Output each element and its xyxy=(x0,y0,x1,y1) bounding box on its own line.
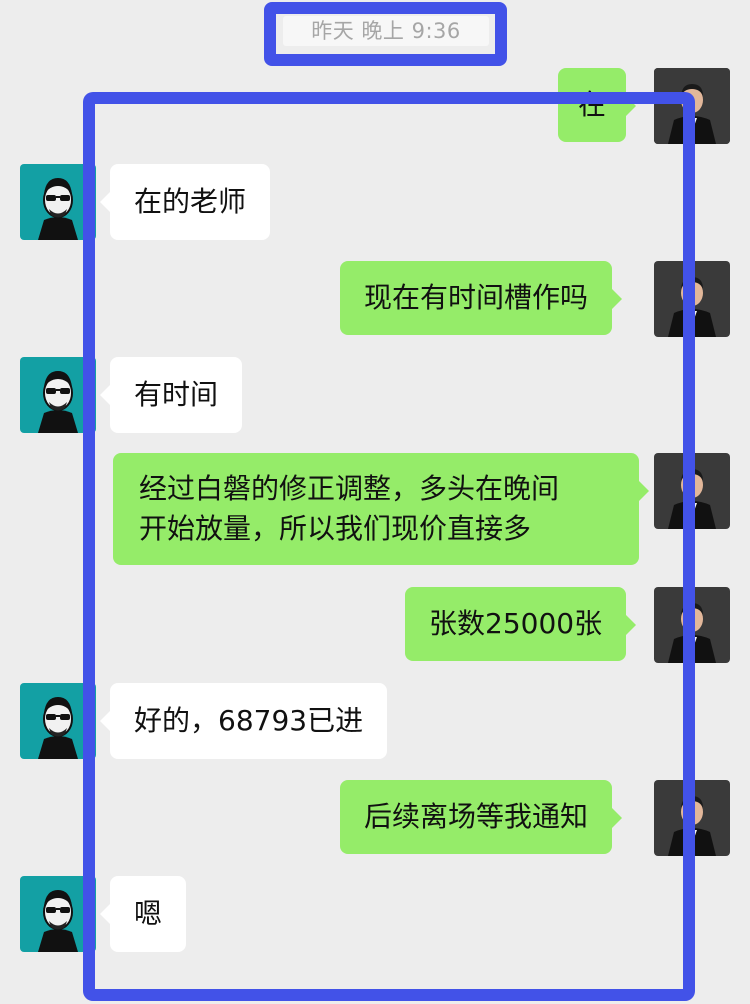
outgoing-message[interactable]: 张数25000张 xyxy=(405,587,637,661)
outgoing-avatar[interactable] xyxy=(654,587,730,663)
message-text-line: 开始放量，所以我们现价直接多 xyxy=(139,512,532,545)
incoming-message[interactable]: 有时间 xyxy=(99,357,243,433)
message-text: 后续离场等我通知 xyxy=(364,800,589,833)
incoming-avatar[interactable] xyxy=(20,357,96,433)
outgoing-avatar[interactable] xyxy=(654,68,730,144)
incoming-avatar[interactable] xyxy=(20,164,96,240)
man-in-suit-icon xyxy=(654,587,730,663)
outgoing-avatar[interactable] xyxy=(654,453,730,529)
man-with-sunglasses-icon xyxy=(20,876,96,952)
message-text: 在 xyxy=(578,88,607,121)
message-timestamp: 昨天 晚上 9:36 xyxy=(283,16,489,46)
incoming-message[interactable]: 在的老师 xyxy=(99,164,271,240)
outgoing-message[interactable]: 现在有时间槽作吗 xyxy=(340,261,623,335)
incoming-message[interactable]: 好的，68793已进 xyxy=(99,683,388,759)
message-text: 有时间 xyxy=(134,378,219,411)
outgoing-message[interactable]: 在 xyxy=(558,68,637,142)
outgoing-avatar[interactable] xyxy=(654,261,730,337)
message-text-line: 经过白磐的修正调整，多头在晚间 xyxy=(139,472,560,505)
message-text: 好的，68793已进 xyxy=(134,704,364,737)
outgoing-message[interactable]: 后续离场等我通知 xyxy=(340,780,623,854)
man-in-suit-icon xyxy=(654,453,730,529)
outgoing-avatar[interactable] xyxy=(654,780,730,856)
outgoing-message[interactable]: 经过白磐的修正调整，多头在晚间 开始放量，所以我们现价直接多 xyxy=(113,453,649,565)
man-with-sunglasses-icon xyxy=(20,164,96,240)
incoming-avatar[interactable] xyxy=(20,683,96,759)
incoming-message[interactable]: 嗯 xyxy=(99,876,187,952)
message-text: 嗯 xyxy=(134,897,163,930)
incoming-avatar[interactable] xyxy=(20,876,96,952)
message-text: 现在有时间槽作吗 xyxy=(364,281,589,314)
man-in-suit-icon xyxy=(654,68,730,144)
message-text: 张数25000张 xyxy=(429,607,603,640)
man-with-sunglasses-icon xyxy=(20,357,96,433)
message-text: 在的老师 xyxy=(134,185,247,218)
man-in-suit-icon xyxy=(654,261,730,337)
man-with-sunglasses-icon xyxy=(20,683,96,759)
man-in-suit-icon xyxy=(654,780,730,856)
